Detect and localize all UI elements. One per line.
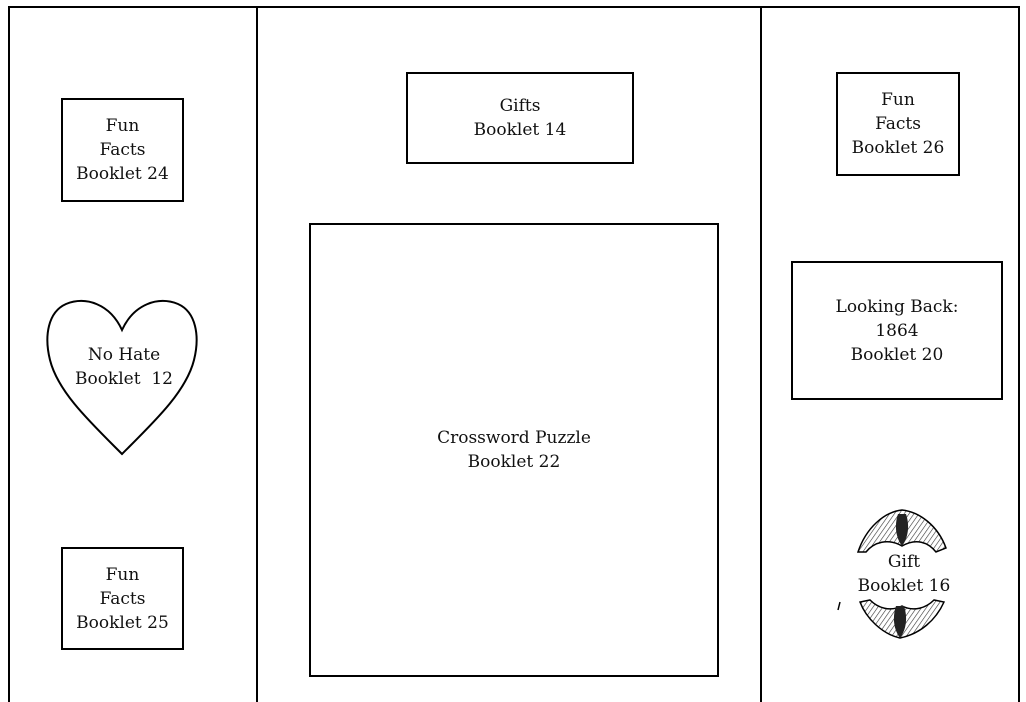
- fun-facts-26-line3: Booklet 26: [851, 138, 945, 158]
- gift-line2: Booklet 16: [844, 574, 964, 598]
- crossword-puzzle-box: Crossword Puzzle Booklet 22: [309, 223, 719, 677]
- no-hate-line1: No Hate: [87, 345, 161, 365]
- column-divider-right: [760, 6, 762, 702]
- fun-facts-26-box: Fun Facts Booklet 26: [836, 72, 960, 176]
- frame-top-line: [8, 6, 1020, 8]
- fun-facts-24-box: Fun Facts Booklet 24: [61, 98, 184, 202]
- gifts-line2: Booklet 14: [473, 120, 567, 140]
- frame-right-line: [1018, 6, 1020, 702]
- fun-facts-25-line3: Booklet 25: [76, 612, 169, 633]
- column-divider-left: [256, 6, 258, 702]
- fun-facts-26-line1: Fun: [881, 90, 915, 110]
- fun-facts-25-line1: Fun: [105, 564, 140, 585]
- gift-label: Gift Booklet 16: [844, 550, 964, 598]
- fortune-cookie-icon: [837, 509, 947, 639]
- no-hate-label: No Hate Booklet 12: [64, 343, 184, 391]
- gifts-box: Gifts Booklet 14: [406, 72, 634, 164]
- fun-facts-24-line3: Booklet 24: [76, 164, 169, 184]
- no-hate-line2: Booklet 12: [74, 369, 174, 389]
- crossword-line1: Crossword Puzzle: [437, 428, 591, 448]
- gift-line1: Gift: [887, 550, 921, 574]
- fun-facts-26-line2: Facts: [875, 114, 921, 134]
- crossword-line2: Booklet 22: [467, 452, 561, 472]
- looking-back-line2: 1864: [875, 320, 919, 341]
- fun-facts-24-line1: Fun: [105, 116, 140, 136]
- fun-facts-25-box: Fun Facts Booklet 25: [61, 547, 184, 650]
- fun-facts-24-line2: Facts: [99, 140, 146, 160]
- gifts-line1: Gifts: [499, 96, 541, 116]
- looking-back-line1: Looking Back:: [835, 296, 959, 317]
- frame-left-line: [8, 6, 10, 702]
- heart-icon: [46, 300, 198, 456]
- looking-back-box: Looking Back: 1864 Booklet 20: [791, 261, 1003, 400]
- looking-back-line3: Booklet 20: [850, 344, 944, 365]
- fun-facts-25-line2: Facts: [99, 588, 146, 609]
